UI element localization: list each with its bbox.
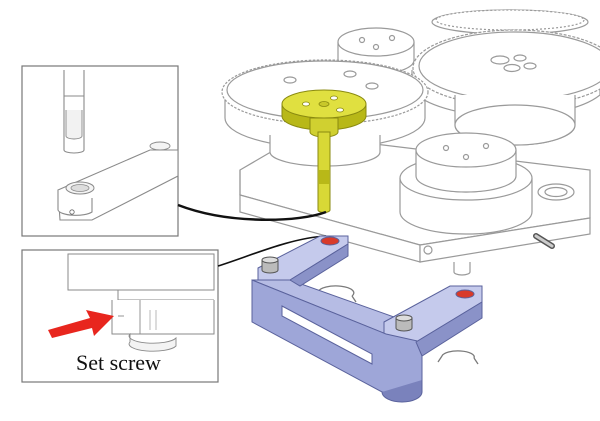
lower-stub	[453, 262, 471, 276]
bracket	[251, 235, 483, 403]
bracket-screw-right	[395, 314, 413, 332]
clip-lower	[437, 350, 479, 365]
bracket-slot	[281, 305, 373, 365]
lower-right-hub	[399, 132, 533, 235]
leader-bottom	[217, 235, 327, 267]
inset-set-screw	[21, 249, 219, 383]
highlighted-shaft-gear	[281, 89, 367, 213]
bracket-bore-right	[455, 289, 475, 299]
top-right-gear	[431, 9, 589, 35]
leader-top	[177, 203, 327, 222]
bracket-bore-left	[320, 236, 340, 246]
leader-lines	[177, 203, 327, 267]
plate-hole	[537, 183, 575, 201]
background-mechanism	[221, 9, 600, 276]
set-screw-arrow	[48, 310, 114, 338]
set-screw-label: Set screw	[76, 350, 161, 375]
bracket-screw-left	[261, 256, 279, 274]
large-right-gear	[411, 29, 600, 146]
inset-shaft-collar	[21, 65, 179, 237]
locating-pin	[533, 233, 555, 249]
